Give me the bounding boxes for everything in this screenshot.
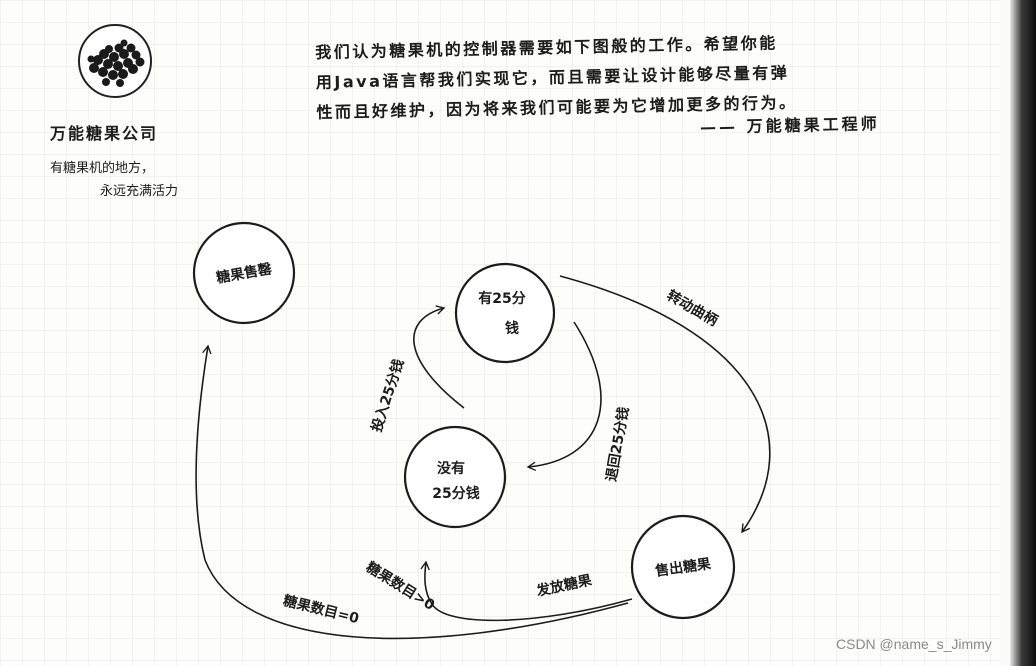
transition-eject-quarter <box>526 321 602 472</box>
company-slogan-line1: 有糖果机的地方， <box>50 161 155 176</box>
transition-turn-crank <box>559 275 771 534</box>
gumball-logo-icon <box>76 22 154 100</box>
book-spine-shadow <box>1010 0 1036 666</box>
state-no-quarter <box>403 425 507 529</box>
watermark: CSDN @name_s_Jimmy <box>836 636 992 652</box>
state-has-quarter-label: 有25分 <box>478 290 525 307</box>
transition-insert-quarter <box>413 305 465 409</box>
label-gumballs-gt-zero: 糖果数目>0 <box>363 558 438 614</box>
label-gumballs-eq-zero: 糖果数目=0 <box>281 592 361 627</box>
state-no-quarter-label: 25分钱 <box>432 485 479 502</box>
state-sold <box>630 514 736 620</box>
label-turn-crank: 转动曲柄 <box>664 287 721 330</box>
company-name: 万能糖果公司 <box>50 124 159 143</box>
label-insert-quarter: 投入25分钱 <box>368 357 407 434</box>
state-has-quarter <box>454 262 556 364</box>
label-dispense: 发放糖果 <box>534 571 594 600</box>
notebook-page: 万能糖果公司 有糖果机的地方， 永远充满活力 我们认为糖果机的控制器需要如下图般… <box>0 0 1000 666</box>
state-diagram: 糖果售罄 有25分 钱 没有 25分钱 售出糖果 投入25分钱 转动曲柄 退回2… <box>192 221 771 640</box>
company-slogan-line2: 永远充满活力 <box>100 184 179 199</box>
transition-gumballs-gt-zero <box>420 560 633 622</box>
state-has-quarter-label: 钱 <box>505 320 519 337</box>
state-no-quarter-label: 没有 <box>437 460 465 477</box>
transition-gumballs-eq-zero <box>195 344 629 640</box>
label-eject-quarter: 退回25分钱 <box>603 406 633 483</box>
state-sold-out <box>192 221 296 325</box>
